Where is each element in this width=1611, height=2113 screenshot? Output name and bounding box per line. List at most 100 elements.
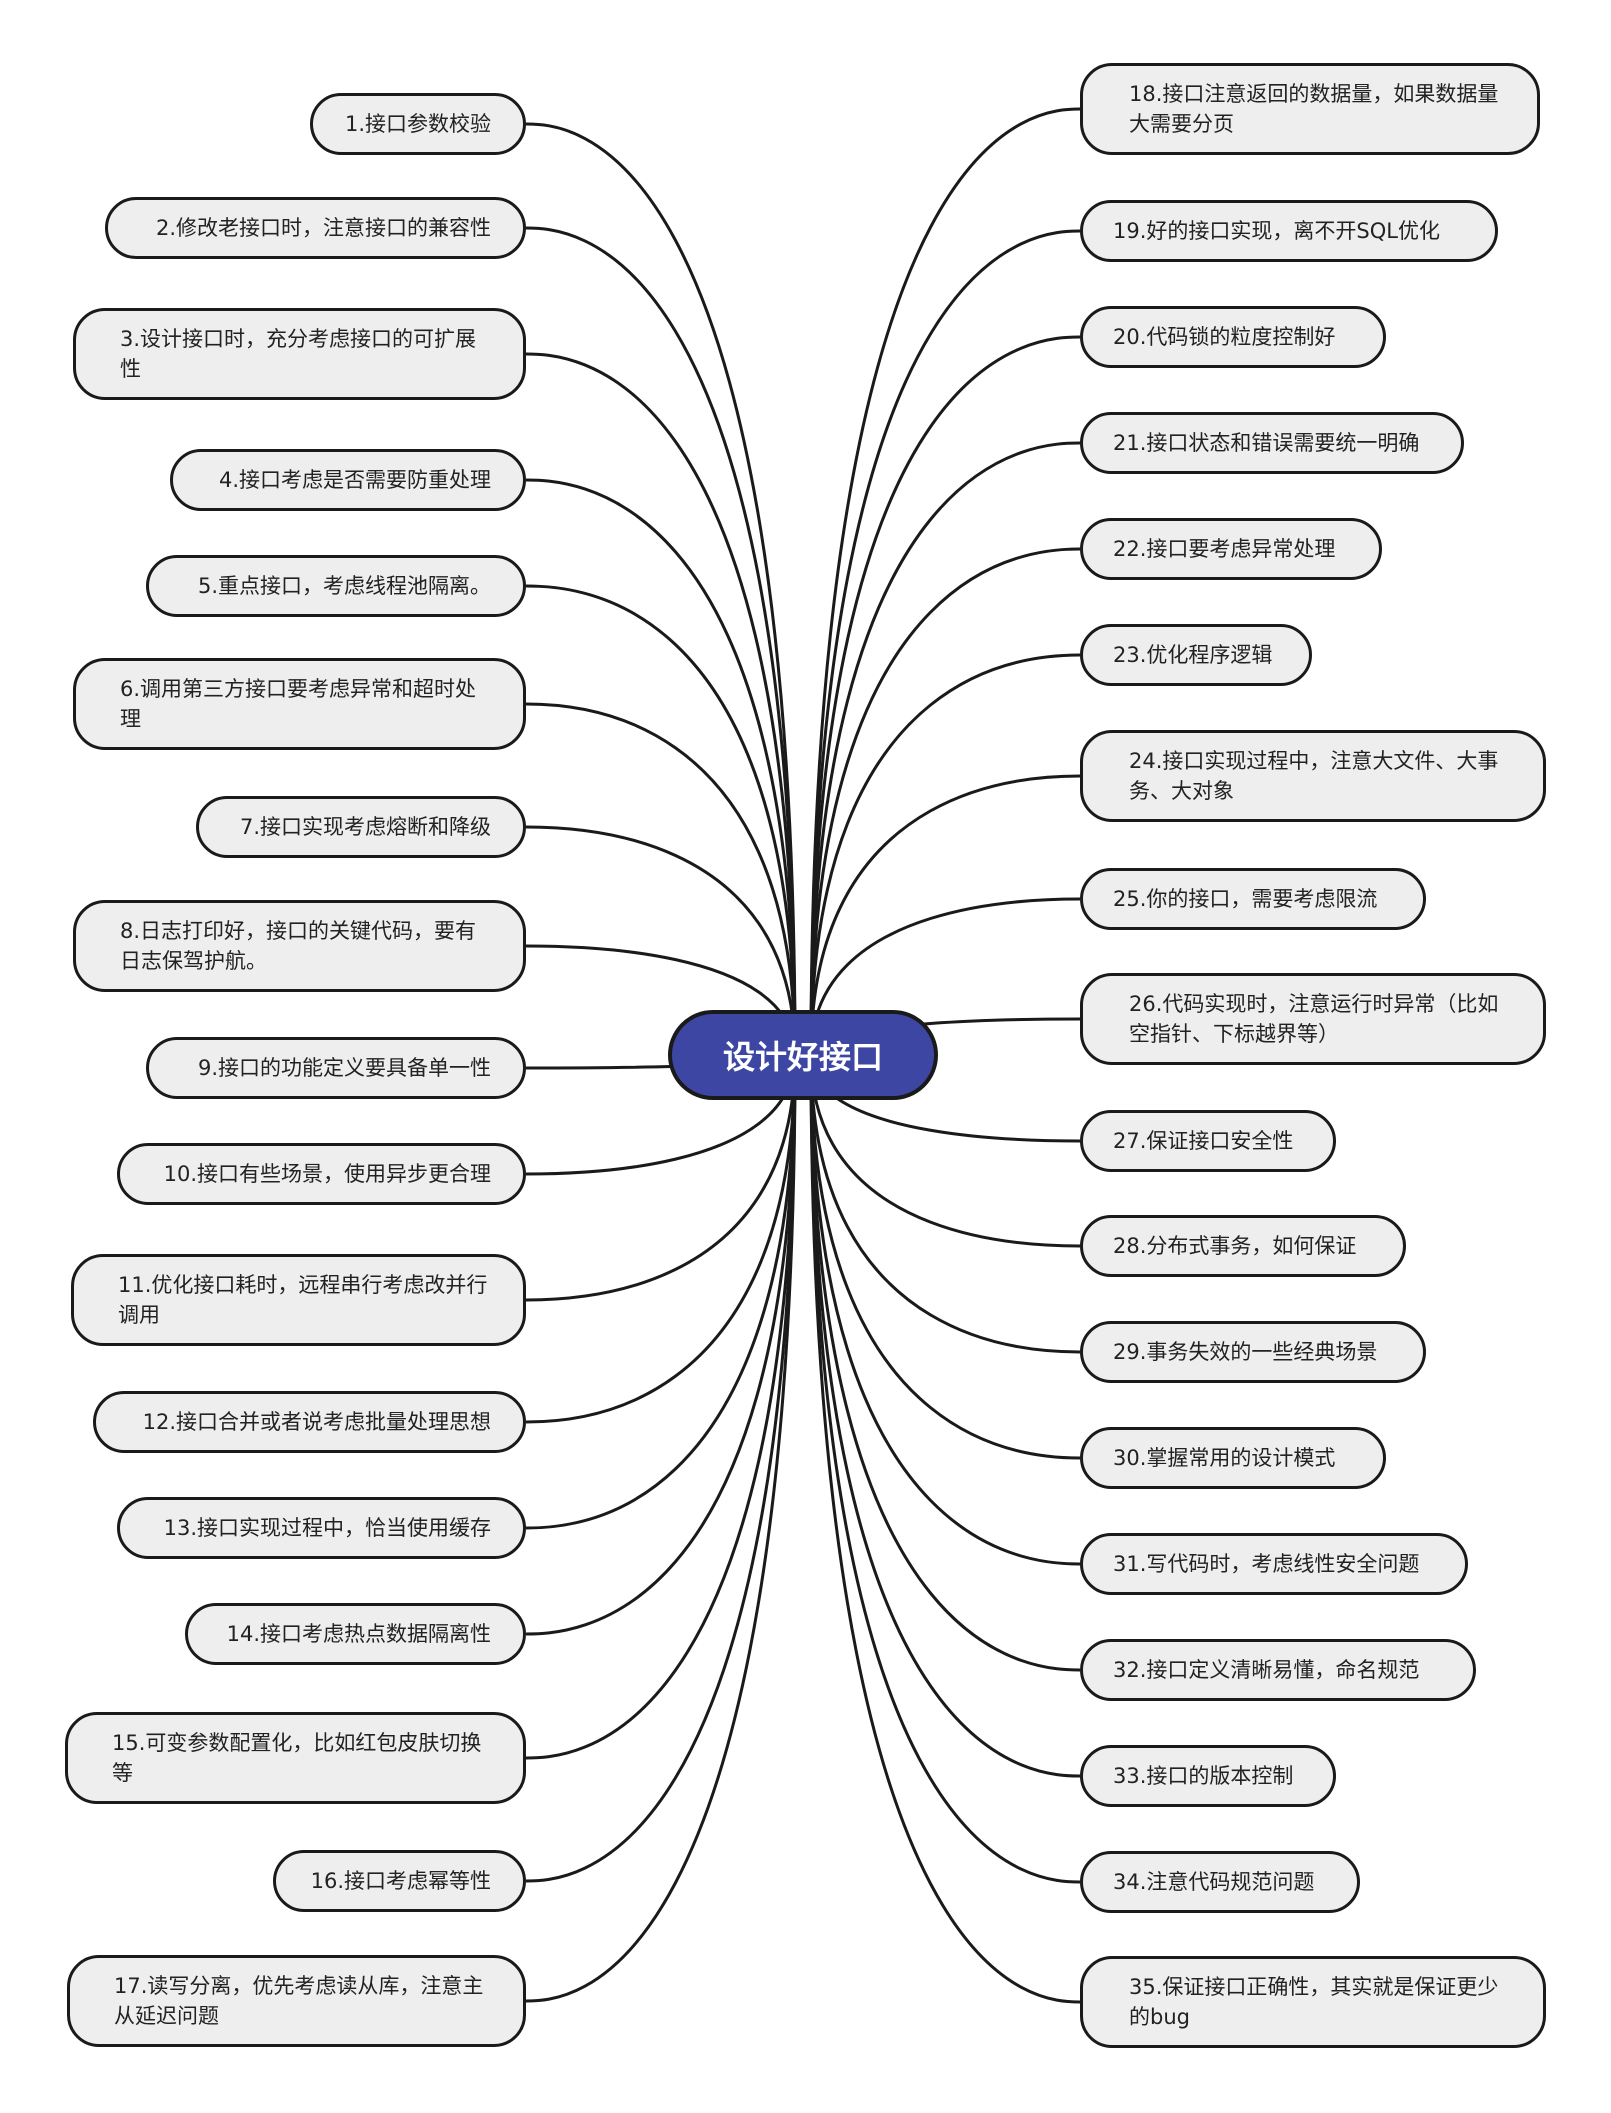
connector-left-7 [525,825,797,1056]
connector-left-17 [525,1054,797,2003]
topic-label: 12.接口合并或者说考虑批量处理思想 [142,1410,491,1434]
topic-node-left-14[interactable]: 14.接口考虑热点数据隔离性 [185,1603,526,1665]
topic-label: 27.保证接口安全性 [1113,1129,1294,1153]
topic-label: 2.修改老接口时，注意接口的兼容性 [155,216,491,240]
topic-node-right-2[interactable]: 19.好的接口实现，离不开SQL优化 [1080,200,1498,262]
topic-label: 18.接口注意返回的数据量，如果数据量大需要分页 [1129,82,1499,136]
connector-left-4 [525,478,797,1056]
connector-right-15 [809,1054,1081,1672]
topic-node-right-6[interactable]: 23.优化程序逻辑 [1080,624,1312,686]
connector-left-16 [525,1054,797,1883]
connector-right-5 [809,547,1081,1056]
topic-label: 25.你的接口，需要考虑限流 [1113,887,1378,911]
topic-node-left-3[interactable]: 3.设计接口时，充分考虑接口的可扩展性 [73,308,526,400]
topic-node-left-10[interactable]: 10.接口有些场景，使用异步更合理 [117,1143,526,1205]
topic-label: 32.接口定义清晰易懂，命名规范 [1113,1658,1420,1682]
connector-right-1 [809,107,1081,1056]
connector-left-3 [525,352,797,1056]
topic-node-right-10[interactable]: 27.保证接口安全性 [1080,1110,1336,1172]
topic-node-left-6[interactable]: 6.调用第三方接口要考虑异常和超时处理 [73,658,526,750]
topic-node-left-9[interactable]: 9.接口的功能定义要具备单一性 [146,1037,526,1099]
connector-left-11 [525,1054,797,1302]
topic-label: 10.接口有些场景，使用异步更合理 [163,1162,491,1186]
connector-right-18 [809,1054,1081,2004]
connector-left-5 [525,584,797,1056]
connector-left-13 [525,1054,797,1530]
connector-right-4 [809,441,1081,1056]
topic-label: 14.接口考虑热点数据隔离性 [226,1622,491,1646]
topic-label: 4.接口考虑是否需要防重处理 [218,468,491,492]
topic-node-right-5[interactable]: 22.接口要考虑异常处理 [1080,518,1382,580]
connector-right-8 [809,897,1081,1056]
central-topic[interactable]: 设计好接口 [668,1010,938,1100]
topic-node-left-13[interactable]: 13.接口实现过程中，恰当使用缓存 [117,1497,526,1559]
topic-node-left-7[interactable]: 7.接口实现考虑熔断和降级 [196,796,526,858]
topic-label: 11.优化接口耗时，远程串行考虑改并行调用 [118,1273,488,1327]
topic-label: 15.可变参数配置化，比如红包皮肤切换等 [112,1731,482,1785]
connector-right-17 [809,1054,1081,1884]
topic-label: 30.掌握常用的设计模式 [1113,1446,1336,1470]
topic-node-right-17[interactable]: 34.注意代码规范问题 [1080,1851,1360,1913]
topic-label: 19.好的接口实现，离不开SQL优化 [1113,219,1440,243]
topic-label: 6.调用第三方接口要考虑异常和超时处理 [120,677,477,731]
topic-node-left-8[interactable]: 8.日志打印好，接口的关键代码，要有日志保驾护航。 [73,900,526,992]
topic-label: 3.设计接口时，充分考虑接口的可扩展性 [120,327,477,381]
topic-node-left-4[interactable]: 4.接口考虑是否需要防重处理 [170,449,526,511]
topic-node-left-12[interactable]: 12.接口合并或者说考虑批量处理思想 [93,1391,526,1453]
connector-right-16 [809,1054,1081,1778]
connector-right-2 [809,229,1081,1056]
topic-node-left-5[interactable]: 5.重点接口，考虑线程池隔离。 [146,555,526,617]
connector-left-12 [525,1054,797,1424]
topic-label: 1.接口参数校验 [344,112,491,136]
topic-label: 34.注意代码规范问题 [1113,1870,1315,1894]
topic-node-left-15[interactable]: 15.可变参数配置化，比如红包皮肤切换等 [65,1712,526,1804]
topic-label: 13.接口实现过程中，恰当使用缓存 [163,1516,491,1540]
topic-label: 28.分布式事务，如何保证 [1113,1234,1357,1258]
topic-label: 26.代码实现时，注意运行时异常（比如空指针、下标越界等） [1129,992,1499,1046]
topic-node-right-4[interactable]: 21.接口状态和错误需要统一明确 [1080,412,1464,474]
topic-node-right-11[interactable]: 28.分布式事务，如何保证 [1080,1215,1406,1277]
connector-right-6 [809,653,1081,1056]
connector-left-14 [525,1054,797,1636]
topic-node-left-16[interactable]: 16.接口考虑幂等性 [273,1850,526,1912]
connector-right-13 [809,1054,1081,1460]
topic-node-left-2[interactable]: 2.修改老接口时，注意接口的兼容性 [105,197,526,259]
topic-node-left-17[interactable]: 17.读写分离，优先考虑读从库，注意主从延迟问题 [67,1955,526,2047]
topic-label: 22.接口要考虑异常处理 [1113,537,1336,561]
topic-label: 21.接口状态和错误需要统一明确 [1113,431,1420,455]
topic-node-right-1[interactable]: 18.接口注意返回的数据量，如果数据量大需要分页 [1080,63,1540,155]
connector-right-12 [809,1054,1081,1354]
connector-left-15 [525,1054,797,1760]
topic-label: 33.接口的版本控制 [1113,1764,1294,1788]
connector-right-7 [809,774,1081,1056]
topic-label: 5.重点接口，考虑线程池隔离。 [197,574,491,598]
connector-left-6 [525,702,797,1056]
topic-label: 20.代码锁的粒度控制好 [1113,325,1336,349]
topic-node-right-9[interactable]: 26.代码实现时，注意运行时异常（比如空指针、下标越界等） [1080,973,1546,1065]
central-topic-label: 设计好接口 [722,1038,883,1076]
topic-label: 16.接口考虑幂等性 [310,1869,491,1893]
topic-node-right-3[interactable]: 20.代码锁的粒度控制好 [1080,306,1386,368]
topic-node-right-14[interactable]: 31.写代码时，考虑线性安全问题 [1080,1533,1468,1595]
topic-label: 23.优化程序逻辑 [1113,643,1273,667]
connector-right-14 [809,1054,1081,1566]
topic-label: 24.接口实现过程中，注意大文件、大事务、大对象 [1129,749,1499,803]
topic-label: 17.读写分离，优先考虑读从库，注意主从延迟问题 [114,1974,484,2028]
topic-label: 8.日志打印好，接口的关键代码，要有日志保驾护航。 [120,919,477,973]
connector-right-3 [809,335,1081,1056]
topic-node-right-16[interactable]: 33.接口的版本控制 [1080,1745,1336,1807]
topic-node-right-12[interactable]: 29.事务失效的一些经典场景 [1080,1321,1426,1383]
topic-label: 35.保证接口正确性，其实就是保证更少的bug [1129,1975,1499,2029]
connector-right-11 [809,1054,1081,1248]
topic-node-right-7[interactable]: 24.接口实现过程中，注意大文件、大事务、大对象 [1080,730,1546,822]
topic-node-left-1[interactable]: 1.接口参数校验 [310,93,526,155]
topic-node-right-15[interactable]: 32.接口定义清晰易懂，命名规范 [1080,1639,1476,1701]
connector-left-2 [525,226,797,1056]
topic-node-right-13[interactable]: 30.掌握常用的设计模式 [1080,1427,1386,1489]
topic-node-left-11[interactable]: 11.优化接口耗时，远程串行考虑改并行调用 [71,1254,526,1346]
topic-label: 9.接口的功能定义要具备单一性 [197,1056,491,1080]
topic-node-right-8[interactable]: 25.你的接口，需要考虑限流 [1080,868,1426,930]
topic-node-right-18[interactable]: 35.保证接口正确性，其实就是保证更少的bug [1080,1956,1546,2048]
connector-left-1 [525,122,797,1056]
